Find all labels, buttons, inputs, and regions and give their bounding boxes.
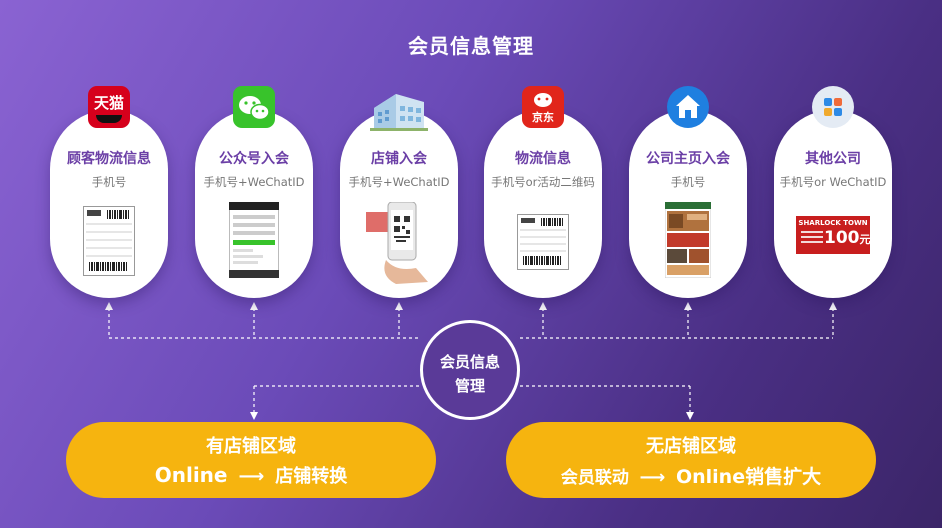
coupon-thumbnail: SHARLOCK TOWN 100元: [796, 216, 870, 262]
member-management-hub: 会员信息 管理: [420, 320, 520, 420]
pill-flow-from: 会员联动: [560, 468, 629, 488]
card-subtitle: 手机号+WeChatID: [203, 175, 305, 189]
card-official-account: 公众号入会 手机号+WeChatID: [195, 86, 313, 298]
card-title: 物流信息: [515, 151, 571, 167]
website-thumbnail: [665, 202, 711, 278]
no-store-area-pill: 无店铺区域 会员联动 ⟶ Online销售扩大: [506, 422, 876, 498]
card-logistics-info: 京东 物流信息 手机号or活动二维码: [484, 86, 602, 298]
pill-flow: 会员联动 ⟶ Online销售扩大: [506, 462, 876, 489]
card-subtitle: 手机号or WeChatID: [779, 175, 887, 189]
coupon-amount: 100: [824, 228, 860, 248]
hub-label-line2: 管理: [454, 377, 485, 395]
coupon-unit: 元: [859, 233, 871, 246]
jd-icon-label: 京东: [532, 111, 554, 124]
pill-flow-to: 店铺转换: [275, 466, 348, 487]
card-company-homepage: 公司主页入会 手机号: [629, 86, 747, 298]
phone-form-thumbnail: [229, 202, 279, 278]
pill-heading: 有店铺区域: [206, 436, 296, 457]
card-title: 其他公司: [805, 151, 861, 167]
tmall-icon-label: 天猫: [93, 94, 124, 112]
card-customer-logistics: 天猫 顾客物流信息 手机号: [50, 86, 168, 298]
apps-icon: [812, 86, 854, 128]
card-title: 公司主页入会: [646, 151, 730, 167]
coupon-brand: SHARLOCK TOWN: [798, 219, 868, 227]
card-title: 顾客物流信息: [67, 151, 151, 167]
pill-heading: 无店铺区域: [646, 436, 736, 457]
hub-label-line1: 会员信息: [439, 353, 500, 371]
card-other-company: 其他公司 手机号or WeChatID SHARLOCK TOWN 100元: [774, 86, 892, 298]
arrow-right-icon: ⟶: [238, 466, 265, 487]
card-title: 店铺入会: [371, 151, 427, 167]
shipping-label-thumbnail: [83, 206, 135, 276]
card-subtitle: 手机号or活动二维码: [491, 175, 595, 189]
card-subtitle: 手机号+WeChatID: [348, 175, 450, 189]
phone-scan-thumbnail: [366, 202, 428, 284]
home-icon: [667, 86, 709, 128]
tmall-icon: 天猫: [88, 86, 130, 128]
pill-flow: Online ⟶ 店铺转换: [66, 462, 436, 488]
store-building-icon: [370, 86, 428, 131]
card-subtitle: 手机号: [91, 175, 127, 189]
arrow-right-icon: ⟶: [639, 467, 666, 488]
pill-flow-to: Online销售扩大: [675, 466, 822, 488]
wechat-icon: [233, 86, 275, 128]
shipping-label-thumbnail: [517, 214, 569, 270]
jd-icon: 京东: [522, 86, 564, 128]
card-store-join: 店铺入会 手机号+WeChatID: [340, 94, 458, 298]
diagram-title: 会员信息管理: [408, 34, 534, 58]
store-area-pill: 有店铺区域 Online ⟶ 店铺转换: [66, 422, 436, 498]
card-subtitle: 手机号: [670, 175, 706, 189]
pill-flow-from: Online: [154, 463, 228, 487]
card-title: 公众号入会: [219, 151, 289, 167]
